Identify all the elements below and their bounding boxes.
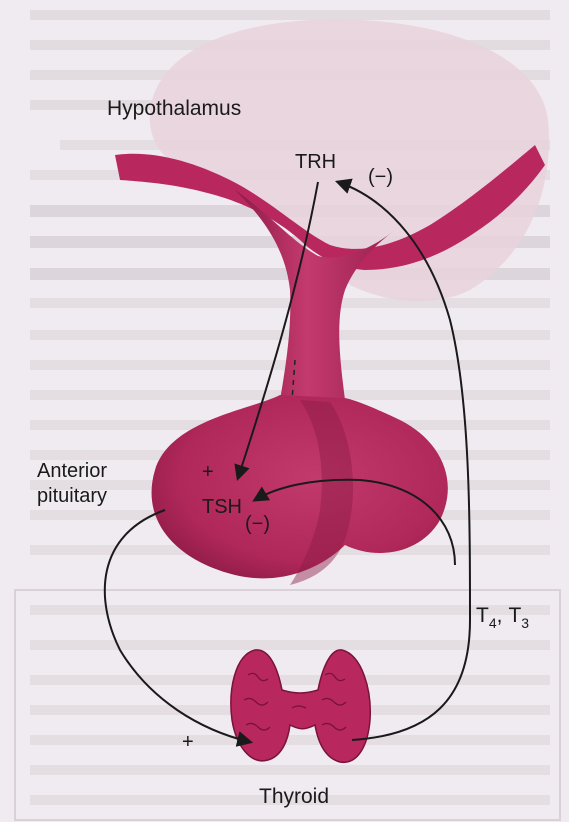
label-anterior: Anterior — [37, 460, 107, 482]
label-tsh: TSH — [202, 496, 242, 518]
label-hypothalamus: Hypothalamus — [107, 97, 241, 120]
label-t4: T — [476, 604, 489, 627]
label-negative-feedback-trh: (−) — [368, 166, 393, 188]
label-pituitary: pituitary — [37, 485, 107, 507]
label-thyroid: Thyroid — [259, 785, 329, 808]
label-trh: TRH — [295, 151, 336, 173]
label-plus-tsh-stimulation: + — [202, 461, 214, 483]
label-comma: , — [497, 604, 503, 627]
label-t3: T — [508, 604, 521, 627]
label-negative-feedback-tsh: (−) — [245, 513, 270, 535]
label-plus-thyroid-stimulation: + — [182, 731, 194, 753]
label-t4-subscript: 4 — [489, 615, 497, 631]
label-t3-subscript: 3 — [521, 615, 529, 631]
